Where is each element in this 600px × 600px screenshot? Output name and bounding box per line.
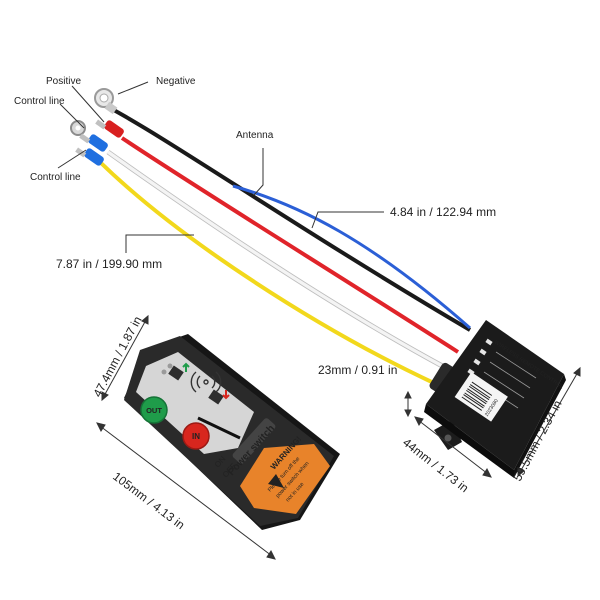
white-wire	[107, 150, 447, 370]
receiver-sticker: 2023080	[454, 372, 508, 422]
label-antenna-length: 4.84 in / 122.94 mm	[390, 205, 496, 219]
dim-receiver-width	[417, 419, 489, 475]
ring-terminal-negative	[94, 88, 118, 115]
receiver-side	[424, 404, 514, 478]
red-wire	[120, 136, 460, 354]
yellow-wire	[98, 160, 437, 386]
dim-receiver-length	[519, 371, 579, 473]
remote-top-panel	[136, 352, 254, 454]
antenna-wire	[232, 184, 471, 330]
remote-dimensions	[96, 314, 276, 560]
label-positive: Positive	[46, 76, 81, 87]
label-control-line-bottom: Control line	[30, 172, 81, 183]
remote-divider	[197, 416, 241, 440]
pointer-wire-length	[125, 234, 194, 253]
label-control-line-top: Control line	[14, 96, 65, 107]
terminals	[70, 88, 124, 166]
label-antenna: Antenna	[236, 130, 274, 141]
winch-out-icon	[168, 362, 190, 381]
out-button-label: OUT	[146, 406, 162, 415]
out-button[interactable]: OUT	[140, 396, 168, 424]
label-negative: Negative	[156, 76, 196, 87]
label-remote-length: 105mm / 4.13 in	[110, 469, 187, 532]
label-wire-length: 7.87 in / 199.90 mm	[56, 257, 162, 271]
receiver-leds	[467, 338, 493, 376]
remote-control: OUT IN Power switch WARNING! Please turn…	[124, 334, 340, 530]
dim-remote-length	[99, 425, 273, 557]
wireless-signal-icon	[190, 371, 222, 393]
receiver-dimensions	[404, 366, 581, 478]
in-button-label: IN	[192, 432, 200, 441]
black-wire	[109, 106, 472, 332]
warning-sticker: WARNING! Please turn off the power switc…	[240, 435, 330, 514]
pointer-control-top	[59, 103, 85, 129]
red-terminal	[95, 119, 124, 138]
pointer-positive	[71, 85, 105, 123]
blue-terminal-2	[75, 147, 104, 166]
ring-terminal-left	[70, 120, 86, 136]
pointer-antenna-length	[311, 211, 384, 229]
label-receiver-width: 44mm / 1.73 in	[400, 435, 471, 495]
blue-terminal-1	[79, 133, 108, 152]
in-button[interactable]: IN	[182, 422, 210, 450]
indicator-light-2	[161, 369, 167, 375]
wire-bundle	[98, 106, 472, 386]
pointer-control-bottom	[57, 149, 87, 169]
dim-remote-width	[103, 319, 147, 397]
winch-in-icon	[208, 389, 230, 405]
indicator-light-1	[167, 363, 173, 369]
pointer-antenna	[253, 148, 264, 196]
label-receiver-depth: 23mm / 0.91 in	[318, 363, 397, 377]
pointer-negative	[117, 81, 149, 95]
pointer-lines	[57, 81, 384, 253]
